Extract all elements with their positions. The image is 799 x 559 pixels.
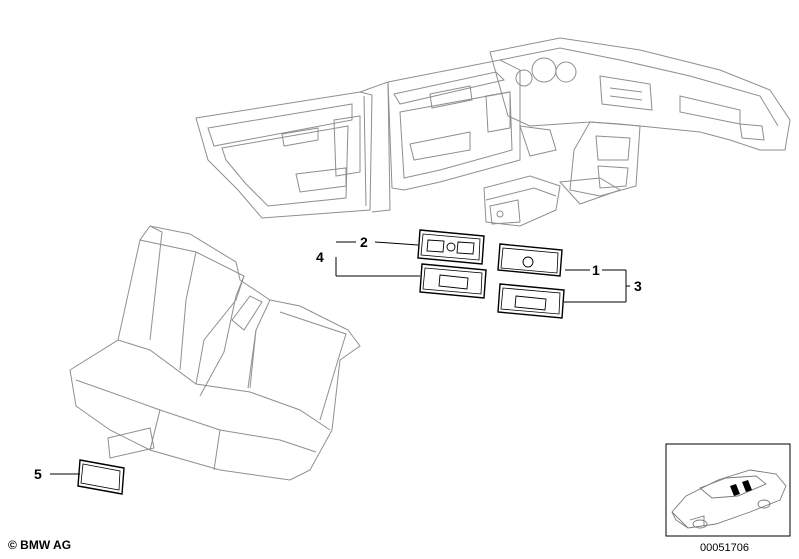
part-4-trim-panel <box>419 263 487 299</box>
rear-seat-illustration <box>69 225 361 481</box>
copyright-label: © BMW AG <box>8 538 72 552</box>
callout-2: 2 <box>360 234 368 250</box>
inset-car-thumbnail <box>665 443 791 537</box>
part-3-trim-panel <box>497 283 565 319</box>
leader-lines <box>50 241 630 475</box>
car-interior-illustration <box>195 37 791 227</box>
callout-1: 1 <box>592 262 600 278</box>
callout-3: 3 <box>634 278 642 294</box>
part-5-trim-panel <box>77 459 125 495</box>
part-1-trim-panel <box>497 243 563 277</box>
diagram-number: 00051706 <box>700 542 749 554</box>
callout-5: 5 <box>34 466 42 482</box>
callout-4: 4 <box>316 249 324 265</box>
part-2-trim-panel <box>417 229 485 265</box>
parts-group <box>77 229 565 495</box>
